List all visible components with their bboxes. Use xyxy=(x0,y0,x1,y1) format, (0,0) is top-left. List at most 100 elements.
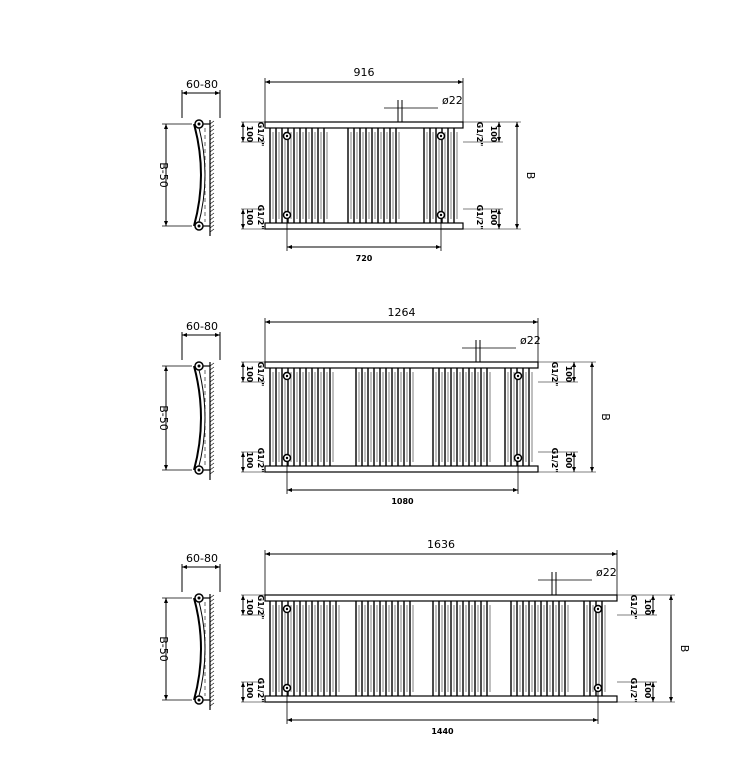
drawing-line xyxy=(209,594,215,599)
arrow-head xyxy=(241,697,245,702)
thread-label: G1/2" xyxy=(550,448,559,473)
drawing-line xyxy=(209,406,215,411)
arrow-head xyxy=(572,467,576,472)
drawing-line xyxy=(209,176,215,181)
port-icon xyxy=(285,607,289,611)
drawing-line xyxy=(209,152,215,157)
drawing-line xyxy=(209,646,215,651)
radiator-1264: 60-80B-501264ø221080100100G1/2"G1/2"G1/2… xyxy=(157,306,612,506)
edge-dimension-label: 100 xyxy=(489,209,498,226)
edge-dimension-label: 100 xyxy=(245,126,254,143)
arrow-head xyxy=(241,467,245,472)
arrow-head xyxy=(287,488,292,492)
drawing-line xyxy=(209,690,215,695)
side-height-label: B-50 xyxy=(157,636,170,662)
arrow-head xyxy=(436,245,441,249)
height-label: B xyxy=(678,645,691,653)
port-icon xyxy=(285,134,289,138)
drawing-line xyxy=(209,694,215,699)
drawing-line xyxy=(209,132,215,137)
port-icon xyxy=(285,374,289,378)
bottom-rail xyxy=(264,695,618,703)
height-label: B xyxy=(599,413,612,421)
arrow-head xyxy=(287,718,292,722)
drawing-line xyxy=(209,160,215,165)
arrow-head xyxy=(215,565,220,569)
tube-panel xyxy=(583,601,606,696)
drawing-line xyxy=(209,442,215,447)
drawing-line xyxy=(209,370,215,375)
drawing-line xyxy=(209,172,215,177)
thread-label: G1/2" xyxy=(256,678,265,703)
arrow-head xyxy=(572,377,576,382)
drawing-line xyxy=(209,650,215,655)
edge-dimension-label: 100 xyxy=(245,599,254,616)
drawing-line xyxy=(209,618,215,623)
arrow-head xyxy=(241,224,245,229)
drawing-line xyxy=(209,228,215,233)
drawing-line xyxy=(209,398,215,403)
arrow-head xyxy=(241,209,245,214)
thread-label: G1/2" xyxy=(475,205,484,230)
port-icon xyxy=(596,607,600,611)
thread-label: G1/2" xyxy=(629,595,638,620)
drawing-line xyxy=(209,430,215,435)
drawing-line xyxy=(209,216,215,221)
port-icon xyxy=(596,686,600,690)
drawing-line xyxy=(209,470,215,475)
arrow-head xyxy=(182,333,187,337)
drawing-line xyxy=(209,224,215,229)
arrow-head xyxy=(651,610,655,615)
drawing-line xyxy=(209,414,215,419)
edge-dimension-label: 100 xyxy=(245,682,254,699)
arrow-head xyxy=(287,245,292,249)
drawing-line xyxy=(209,180,215,185)
arrow-head xyxy=(164,221,168,226)
drawing-line xyxy=(209,394,215,399)
drawing-line xyxy=(209,390,215,395)
arrow-head xyxy=(164,695,168,700)
drawing-line xyxy=(209,630,215,635)
arrow-head xyxy=(497,224,501,229)
drawing-line xyxy=(209,674,215,679)
drawing-line xyxy=(209,462,215,467)
tube-panel xyxy=(355,601,414,696)
edge-dimension-label: 100 xyxy=(564,452,573,469)
tube-panel xyxy=(269,128,328,223)
arrow-head xyxy=(265,320,270,324)
drawing-line xyxy=(209,698,215,703)
arrow-head xyxy=(241,610,245,615)
arrow-head xyxy=(513,488,518,492)
edge-dimension-label: 100 xyxy=(564,366,573,383)
drawing-line xyxy=(209,622,215,627)
drawing-line xyxy=(209,196,215,201)
radiator-916: 60-80B-50916ø22720100100G1/2"G1/2"G1/2"G… xyxy=(157,66,537,263)
drawing-line xyxy=(209,458,215,463)
port-icon xyxy=(516,456,520,460)
arrow-head xyxy=(651,697,655,702)
radiator-side-profile xyxy=(197,123,206,227)
edge-dimension-label: 100 xyxy=(643,599,652,616)
arrow-head xyxy=(515,224,519,229)
drawing-line xyxy=(209,606,215,611)
arrow-head xyxy=(533,320,538,324)
port-icon xyxy=(516,374,520,378)
arrow-head xyxy=(590,467,594,472)
drawing-line xyxy=(209,192,215,197)
drawing-line xyxy=(209,466,215,471)
drawing-line xyxy=(209,446,215,451)
drawing-line xyxy=(209,382,215,387)
drawing-line xyxy=(209,670,215,675)
drawing-line xyxy=(209,626,215,631)
pipe-diameter-label: ø22 xyxy=(520,334,541,347)
drawing-line xyxy=(209,662,215,667)
tube-panel xyxy=(510,601,569,696)
radiator-side-profile xyxy=(193,365,202,471)
arrow-head xyxy=(651,595,655,600)
drawing-line xyxy=(209,638,215,643)
edge-dimension-label: 100 xyxy=(245,366,254,383)
centres-label: 720 xyxy=(356,254,373,263)
drawing-line xyxy=(209,156,215,161)
arrow-head xyxy=(669,697,673,702)
thread-label: G1/2" xyxy=(256,448,265,473)
